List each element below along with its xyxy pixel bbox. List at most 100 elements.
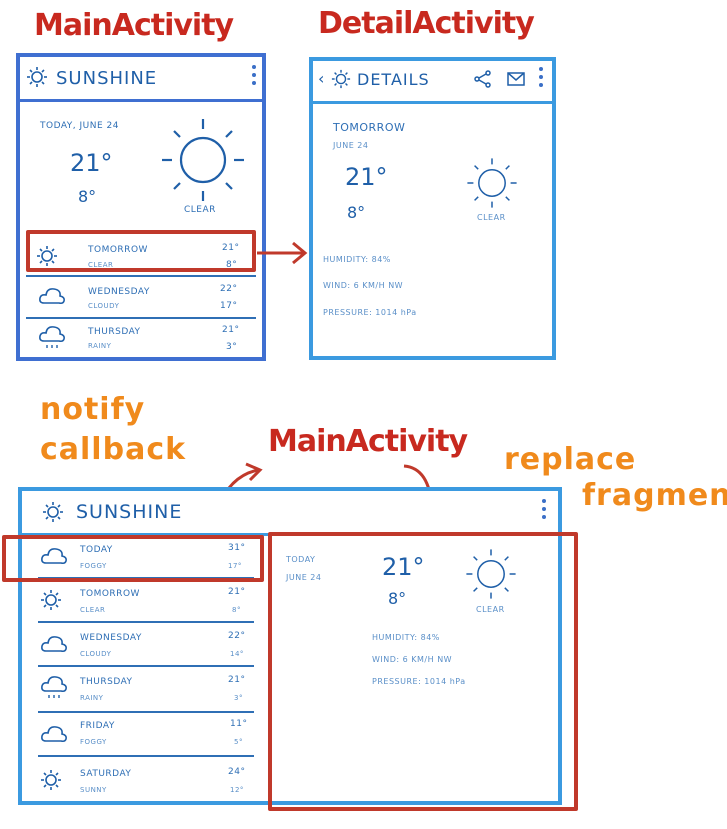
row-high: 22°	[228, 631, 246, 641]
row-day: WEDNESDAY	[80, 633, 142, 643]
row-day: WEDNESDAY	[88, 287, 150, 297]
tablet-app-bar: SUNSHINE	[22, 491, 558, 536]
selected-row-highlight	[26, 230, 256, 272]
detail-humidity: HUMIDITY: 84%	[372, 633, 440, 642]
list-item[interactable]: WEDNESDAY CLOUDY 22° 17°	[26, 277, 256, 319]
overflow-menu-icon[interactable]	[539, 67, 543, 91]
navigation-arrow	[257, 241, 308, 265]
detail-day: TOMORROW	[333, 121, 406, 134]
overflow-menu-icon[interactable]	[252, 65, 256, 89]
list-item[interactable]: THURSDAY RAINY 21° 3°	[38, 667, 254, 713]
row-day: TOMORROW	[80, 589, 140, 599]
list-item[interactable]: FRIDAY FOGGY 11° 5°	[38, 713, 254, 757]
detail-pressure: PRESSURE: 1014 hPa	[323, 308, 417, 317]
detail-day: TODAY	[286, 555, 316, 564]
list-item[interactable]: SATURDAY SUNNY 24° 12°	[38, 757, 254, 801]
row-high: 21°	[228, 587, 246, 597]
row-low: 14°	[230, 650, 244, 658]
row-day: THURSDAY	[80, 677, 133, 687]
row-high: 24°	[228, 767, 246, 777]
row-low: 17°	[220, 301, 238, 311]
sun-icon	[42, 501, 64, 527]
detail-humidity: HUMIDITY: 84%	[323, 255, 391, 264]
row-condition: FOGGY	[80, 562, 107, 570]
sun-icon	[40, 769, 62, 795]
cloud-icon	[40, 723, 68, 749]
forecast-list: TODAY FOGGY 31° 17° TOMORROW CLEAR 21° 8…	[22, 533, 262, 805]
list-item[interactable]: WEDNESDAY CLOUDY 22° 14°	[38, 623, 254, 667]
detail-condition: CLEAR	[477, 213, 506, 222]
row-high: 31°	[228, 543, 246, 553]
list-item[interactable]: THURSDAY RAINY 21° 3°	[26, 319, 256, 357]
notify-label-line2: callback	[40, 432, 187, 467]
list-item[interactable]: TOMORROW CLEAR 21° 8°	[26, 237, 256, 277]
row-high: 22°	[220, 284, 238, 294]
today-low: 8°	[78, 187, 97, 206]
detail-wind: WIND: 6 KM/H NW	[323, 281, 404, 290]
list-item[interactable]: TOMORROW CLEAR 21° 8°	[38, 579, 254, 623]
row-high: 21°	[228, 675, 246, 685]
row-condition: FOGGY	[80, 738, 107, 746]
row-day: TODAY	[80, 545, 113, 555]
row-day: FRIDAY	[80, 721, 115, 731]
detail-pressure: PRESSURE: 1014 hPa	[372, 677, 466, 686]
cloud-icon	[38, 285, 66, 311]
back-arrow-icon[interactable]: ‹	[318, 69, 325, 88]
app-title: SUNSHINE	[76, 501, 183, 523]
detail-activity-phone: ‹ DETAILS TOMORROW JUNE 24 21° 8° CLEAR …	[309, 57, 556, 360]
row-high: 21°	[222, 325, 240, 335]
sun-icon	[26, 66, 48, 92]
row-condition: CLEAR	[80, 606, 106, 614]
today-high: 21°	[70, 149, 113, 177]
sun-icon	[158, 115, 248, 209]
row-low: 3°	[226, 342, 238, 352]
sun-icon	[331, 69, 351, 93]
detail-date: JUNE 24	[333, 141, 369, 150]
row-day: TOMORROW	[88, 245, 148, 255]
sun-icon	[40, 589, 62, 615]
detail-fragment: TODAY JUNE 24 21° 8° CLEAR HUMIDITY: 84%…	[272, 533, 562, 803]
selected-row-highlight	[2, 535, 264, 582]
detail-date: JUNE 24	[286, 573, 322, 582]
row-low: 5°	[234, 738, 243, 746]
detail-high: 21°	[345, 163, 388, 191]
app-title: SUNSHINE	[56, 68, 158, 89]
replace-label-line1: replace	[504, 442, 637, 477]
cloud-icon	[40, 633, 68, 659]
row-condition: RAINY	[80, 694, 104, 702]
detail-high: 21°	[382, 553, 425, 581]
rain-cloud-icon	[38, 325, 66, 355]
row-condition: CLOUDY	[88, 302, 120, 310]
row-low: 12°	[230, 786, 244, 794]
main-app-bar: SUNSHINE	[20, 57, 262, 102]
detail-low: 8°	[388, 589, 407, 608]
mail-icon[interactable]	[507, 71, 525, 91]
detail-condition: CLEAR	[476, 605, 505, 614]
sun-icon	[36, 245, 58, 271]
replace-label-line2: fragment	[582, 478, 727, 513]
cloud-icon	[40, 545, 68, 571]
row-high: 21°	[222, 243, 240, 253]
row-condition: RAINY	[88, 342, 112, 350]
rain-cloud-icon	[40, 675, 68, 705]
share-icon[interactable]	[473, 69, 493, 93]
main-activity-bottom-title: MainActivity	[268, 424, 468, 459]
notify-label-line1: notify	[40, 392, 146, 427]
row-condition: CLEAR	[88, 261, 114, 269]
row-low: 8°	[232, 606, 241, 614]
sun-icon	[464, 547, 518, 605]
detail-wind: WIND: 6 KM/H NW	[372, 655, 453, 664]
row-low: 8°	[226, 260, 238, 270]
today-label: TODAY, JUNE 24	[40, 121, 120, 131]
app-title: DETAILS	[357, 70, 430, 89]
overflow-menu-icon[interactable]	[542, 499, 546, 523]
detail-app-bar: ‹ DETAILS	[313, 61, 552, 104]
main-activity-title: MainActivity	[34, 8, 234, 43]
row-high: 11°	[230, 719, 248, 729]
row-condition: SUNNY	[80, 786, 107, 794]
row-condition: CLOUDY	[80, 650, 112, 658]
sun-icon	[465, 156, 519, 214]
row-day: SATURDAY	[80, 769, 132, 779]
today-condition: CLEAR	[184, 205, 216, 215]
row-low: 3°	[234, 694, 243, 702]
